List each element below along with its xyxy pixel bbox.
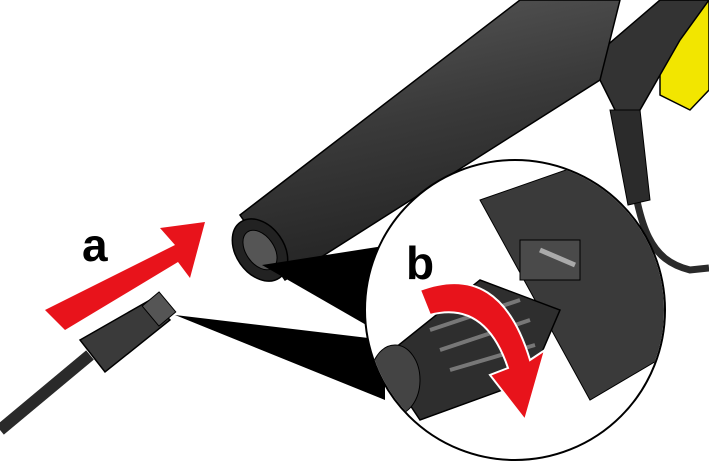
hose-sleeve [609,109,651,206]
arrow-a [45,222,205,330]
nozzle [78,299,172,374]
label-b: b [406,237,435,289]
hose [0,350,94,435]
arrow-b [418,282,547,423]
label-a: a [82,219,108,271]
callout-wedge-a [175,315,385,400]
callout-wedge-b [262,245,390,330]
